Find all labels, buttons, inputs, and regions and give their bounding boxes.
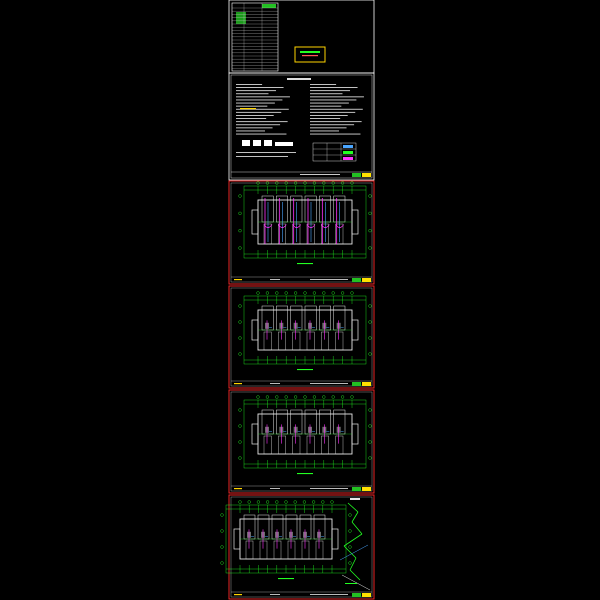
notes-right-column — [310, 84, 364, 135]
legend-table — [312, 142, 357, 162]
notes-bold-heading — [242, 140, 293, 146]
notes-heading-text — [287, 78, 311, 80]
notes-left-column — [236, 84, 296, 157]
sheet-title-block — [231, 276, 372, 282]
sheet-title-block — [231, 485, 372, 491]
floor-plan-sheet[interactable] — [228, 180, 375, 285]
plan-drawing — [238, 291, 372, 371]
plan-drawing — [238, 395, 372, 475]
plan-drawing — [238, 181, 372, 265]
cover-sheet[interactable] — [228, 0, 375, 74]
system-axonometric-diagram — [339, 498, 371, 591]
floor-plan-sheet[interactable] — [228, 285, 375, 389]
cover-title-stamp — [294, 46, 326, 63]
drawing-index-table — [231, 2, 279, 72]
floor-plan-sheet[interactable] — [220, 494, 375, 600]
sheet-title-block — [231, 591, 372, 597]
plan-drawing — [220, 500, 352, 580]
sheet-title-block — [231, 380, 372, 386]
notes-title-block — [231, 171, 372, 177]
design-notes-sheet[interactable] — [228, 72, 375, 181]
floor-plan-sheet[interactable] — [228, 389, 375, 494]
